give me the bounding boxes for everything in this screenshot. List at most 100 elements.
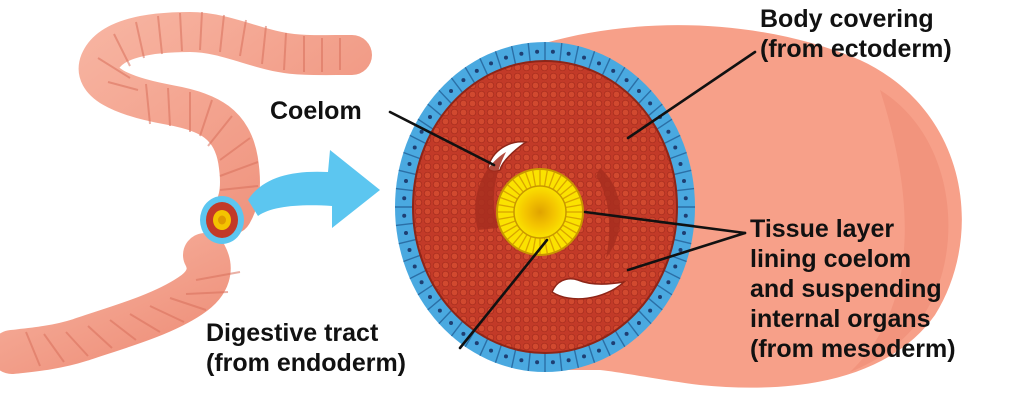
endoderm-cell-wall (500, 197, 516, 204)
ectoderm-cell-wall (601, 58, 611, 76)
ectoderm-cell-wall (673, 169, 692, 176)
tissue-layer-line-1: Tissue layer (750, 215, 895, 243)
ectoderm-cell-nucleus (403, 178, 408, 183)
ectoderm-cell-wall (676, 187, 695, 192)
ectoderm-cell-wall (464, 66, 476, 84)
tissue-layer-line-4: internal organs (750, 305, 931, 333)
ectoderm-cell-nucleus (673, 145, 678, 150)
ectoderm-cell-nucleus (611, 341, 616, 346)
ectoderm-cell-wall (409, 269, 427, 280)
endoderm-cell-wall (548, 236, 555, 252)
endoderm-cell-wall (518, 175, 528, 190)
ectoderm-cell-wall (417, 118, 434, 130)
endoderm-cell-wall (500, 220, 516, 227)
tissue-layer-line-2: lining coelom (750, 245, 912, 273)
endoderm-cell-wall (507, 228, 521, 240)
ectoderm-cell-wall (409, 134, 427, 145)
endoderm-cell-wall (532, 237, 537, 254)
endoderm-cell-wall (548, 172, 555, 188)
digestive-tract-line-1: Digestive tract (206, 319, 379, 347)
mesentery-right (596, 168, 621, 258)
ectoderm-cell-nucleus (437, 101, 442, 106)
ectoderm-cell-wall (494, 344, 503, 363)
body-covering-leader (626, 50, 757, 140)
ectoderm-cell-nucleus (666, 129, 671, 134)
ectoderm-cell-wall (527, 42, 531, 62)
ectoderm-cell-nucleus (678, 248, 683, 253)
ectoderm-cell-wall (673, 238, 692, 245)
endoderm-cell-wall (507, 184, 521, 196)
endoderm-cell-wall (498, 204, 515, 209)
digestive-tract-label: Digestive tract (from endoderm) (206, 318, 406, 378)
ectoderm-cell-wall (510, 45, 517, 65)
ectoderm-cell-nucleus (403, 231, 408, 236)
ectoderm-cell-nucleus (582, 55, 587, 60)
tissue-layer-leader-b (626, 231, 747, 272)
ectoderm-cell-nucleus (402, 213, 407, 218)
ectoderm-cell-wall (527, 352, 531, 372)
ectoderm-cell-nucleus (550, 49, 555, 54)
ectoderm-cell-wall (669, 151, 687, 160)
ectoderm-cell-wall (479, 58, 489, 76)
ectoderm-cell-nucleus (474, 341, 479, 346)
ectoderm-cell-nuclei (402, 49, 688, 365)
ectoderm-cell-nucleus (683, 213, 688, 218)
ectoderm-cell-wall (614, 66, 626, 84)
ectoderm-cell-wall (438, 89, 453, 105)
worm-upper-body (78, 11, 372, 234)
ectoderm-cell-nucleus (412, 264, 417, 269)
ectoderm-cell-nucleus (624, 78, 629, 83)
digestive-tract-leader (458, 238, 549, 350)
coelom-leader (388, 110, 496, 167)
ectoderm-cell-nucleus (550, 360, 555, 365)
ectoderm-cell-wall (626, 77, 640, 94)
ectoderm-cell-nucleus (636, 89, 641, 94)
endoderm-cell-wall (503, 190, 518, 200)
ectoderm-cell-wall (395, 222, 414, 227)
ectoderm-cell-nucleus (519, 358, 524, 363)
endoderm-cell-wall (518, 234, 528, 249)
endoderm-cell-wall (498, 215, 515, 220)
ectoderm-cell-nucleus (419, 129, 424, 134)
ectoderm-cell-wall (573, 45, 580, 65)
endoderm-cell-wall (532, 170, 537, 187)
ectoderm-cell-nucleus (489, 348, 494, 353)
ectoderm-cell-nucleus (582, 354, 587, 359)
zoom-arrow-icon (248, 150, 380, 228)
ectoderm-cell-wall (647, 103, 663, 117)
ectoderm-cell-nucleus (503, 354, 508, 359)
ectoderm-cell-nucleus (596, 348, 601, 353)
ectoderm-cell-wall (559, 352, 563, 372)
leader-lines (388, 50, 757, 350)
ectoderm-cell-nucleus (566, 51, 571, 56)
ectoderm-cell-wall (559, 42, 563, 62)
ectoderm-cell-wall (417, 284, 434, 296)
ectoderm-cell-nucleus (428, 115, 433, 120)
tissue-layer-line-5: (from mesoderm) (750, 335, 956, 363)
ectoderm-cell-nucleus (412, 145, 417, 150)
ectoderm-cell-nucleus (428, 294, 433, 299)
ectoderm-cell-nucleus (461, 78, 466, 83)
worm-lower-body (0, 233, 231, 374)
ectoderm-cell-wall (510, 349, 517, 369)
ectoderm-cell-nucleus (683, 196, 688, 201)
ectoderm-cell-nucleus (596, 61, 601, 66)
ectoderm-cell-wall (637, 89, 652, 105)
worm-segment-rings (25, 11, 341, 367)
tissue-layer-leader-a (583, 210, 747, 235)
ectoderm-cell-wall (656, 118, 673, 130)
ectoderm-cell-wall (614, 330, 626, 348)
endoderm-cell-wall (525, 236, 532, 252)
worm-cross-section (200, 196, 244, 244)
ectoderm-cell-nucleus (673, 264, 678, 269)
ectoderm-cell-wall (479, 338, 489, 356)
ectoderm-cell-wall (403, 254, 421, 263)
endoderm-cell-wall (552, 234, 562, 249)
ectoderm-cell-nucleus (519, 51, 524, 56)
ectoderm-cell-nucleus (624, 331, 629, 336)
ectoderm-cell-nucleus (678, 161, 683, 166)
ectoderm-cell-wall (494, 51, 503, 70)
tissue-layer-label: Tissue layer lining coelom and suspendin… (750, 214, 956, 364)
ectoderm-cell-nucleus (611, 68, 616, 73)
